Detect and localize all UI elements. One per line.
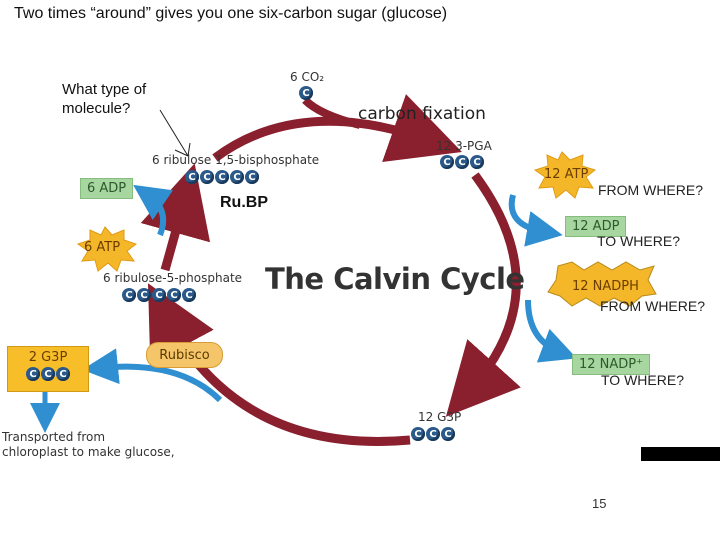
carbon-atom: C <box>440 155 454 169</box>
slide-title: Two times “around” gives you one six-car… <box>14 5 448 22</box>
carbon-atom: C <box>137 288 151 302</box>
carbon-atom: C <box>470 155 484 169</box>
arrow-atp-to-adp-right <box>508 194 563 247</box>
g3p-output-label: 2 G3P <box>28 350 68 365</box>
carbon-atom: C <box>411 427 425 441</box>
rubp-label: 6 ribulose 1,5-bisphosphate <box>152 153 320 167</box>
atp-left-label: 6 ATP <box>84 240 121 255</box>
carbon-atom: C <box>441 427 455 441</box>
carbon-atom: C <box>245 170 259 184</box>
transported-line-2: chloroplast to make glucose, <box>2 445 175 459</box>
carbon-atom: C <box>152 288 166 302</box>
rubp-short-label: Ru.BP <box>220 194 268 211</box>
carbon-atom: C <box>185 170 199 184</box>
adp-right-box: 12 ADP <box>565 216 627 237</box>
g3p-bottom-carbons: C C C <box>411 427 455 441</box>
arrow-pga-to-g3p <box>445 172 521 417</box>
question-annotation: What type of molecule? <box>62 80 182 118</box>
transported-note: Transported from chloroplast to make glu… <box>2 430 175 460</box>
carbon-atom: C <box>167 288 181 302</box>
nadph-question: FROM WHERE? <box>600 298 705 314</box>
question-pointer <box>159 109 191 157</box>
co2-carbon: C <box>299 86 313 100</box>
arrow-g3p-to-r5p <box>147 283 411 446</box>
arrow-r5p-to-rubp <box>140 163 211 272</box>
pga-label: 12 3-PGA <box>436 139 492 153</box>
arrow-g3p-out <box>82 348 223 403</box>
black-bar <box>641 447 720 461</box>
carbon-atom: C <box>426 427 440 441</box>
arrow-nadph-to-nadp <box>525 299 577 363</box>
carbon-atom: C <box>26 367 40 381</box>
rubp-carbons: C C C C C <box>185 170 259 184</box>
carbon-atom: C <box>230 170 244 184</box>
adp-left-box: 6 ADP <box>80 178 134 199</box>
atp-right-label: 12 ATP <box>544 167 589 182</box>
nadp-box: 12 NADP⁺ <box>572 354 651 375</box>
atp-right-starburst-shape <box>533 151 597 199</box>
g3p-output-carbons: C C C <box>8 367 88 381</box>
carbon-atom: C <box>56 367 70 381</box>
arrow-co2-in <box>302 97 361 129</box>
co2-label: 6 CO₂ <box>290 70 325 84</box>
calvin-cycle-title: The Calvin Cycle <box>265 262 525 296</box>
question-line-1: What type of <box>62 81 147 98</box>
rubisco-enzyme: Rubisco <box>146 342 223 368</box>
arrow-rubp-to-pga <box>212 94 462 163</box>
question-line-2: molecule? <box>62 100 131 117</box>
carbon-atom: C <box>455 155 469 169</box>
atp-left-starburst-shape <box>76 226 138 272</box>
carbon-atom: C <box>182 288 196 302</box>
nadp-question: TO WHERE? <box>601 372 684 388</box>
carbon-fixation-label: carbon fixation <box>358 104 486 124</box>
atp-right-question: FROM WHERE? <box>598 182 703 198</box>
g3p-output-box: 2 G3P C C C <box>7 346 89 392</box>
nadph-label: 12 NADPH <box>572 279 639 294</box>
nadph-starburst-shape <box>547 261 657 307</box>
arrow-atp-to-adp-left <box>133 184 174 237</box>
carbon-atom: C <box>200 170 214 184</box>
carbon-atom: C <box>215 170 229 184</box>
carbon-atom: C <box>122 288 136 302</box>
carbon-atom: C <box>41 367 55 381</box>
pga-carbons: C C C <box>440 155 484 169</box>
g3p-bottom-label: 12 G3P <box>418 410 462 424</box>
r5p-carbons: C C C C C <box>122 288 196 302</box>
r5p-label: 6 ribulose-5-phosphate <box>103 271 243 285</box>
page-number: 15 <box>592 496 607 511</box>
adp-right-question: TO WHERE? <box>597 233 680 249</box>
transported-line-1: Transported from <box>2 430 106 444</box>
